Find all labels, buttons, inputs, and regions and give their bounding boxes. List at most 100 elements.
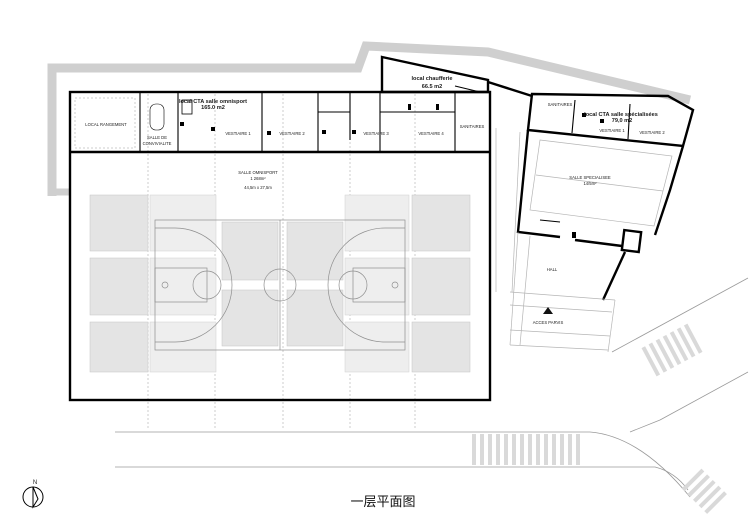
crosswalk-stripe bbox=[488, 434, 492, 465]
crosswalk-stripe bbox=[480, 434, 484, 465]
crosswalk-stripe bbox=[576, 434, 580, 465]
road-edge bbox=[115, 431, 691, 498]
structural-column bbox=[180, 122, 184, 126]
annex-area-cta-specialisees: 79,0 m2 bbox=[612, 118, 633, 124]
structural-column bbox=[267, 131, 271, 135]
structural-column bbox=[436, 104, 439, 110]
room-label-salle-omnisport: SALLE OMNISPORT bbox=[238, 170, 278, 175]
boundary-wall bbox=[47, 41, 692, 196]
three-point-arc-left bbox=[155, 227, 233, 343]
badminton-court bbox=[286, 221, 344, 281]
road-edge bbox=[115, 466, 689, 491]
crosswalk-stripe bbox=[496, 434, 500, 465]
annex-label-salle-specialisee: SALLE SPECIALISEE bbox=[569, 175, 611, 180]
room-label-cta-omnisport: local CTA salle omnisport bbox=[179, 99, 247, 105]
badminton-court bbox=[89, 257, 149, 316]
basketball-court bbox=[154, 219, 406, 351]
specialised-court bbox=[529, 139, 673, 227]
main-building-outline bbox=[68, 90, 492, 402]
badminton-court bbox=[411, 321, 471, 373]
room-area-cta-omnisport: 165.0 m2 bbox=[201, 105, 225, 111]
salle-specialisee-bottom-wall bbox=[574, 238, 623, 248]
annex-label-cta-specialisees: local CTA salle spécialisées bbox=[584, 112, 658, 118]
annex-connector-wall bbox=[487, 80, 533, 98]
room-label-local-rangement: LOCAL RANGEMENT bbox=[85, 122, 127, 127]
annex-label-vestiaire-2: VESTIAIRE 2 bbox=[639, 130, 665, 135]
annex-label-sanitaires: SANITAIRES bbox=[548, 102, 573, 107]
room-area-chaufferie: 66.5 m2 bbox=[422, 84, 443, 90]
structural-column bbox=[582, 113, 586, 117]
badminton-court bbox=[149, 321, 217, 373]
annex-partition bbox=[539, 219, 561, 223]
badminton-court bbox=[221, 221, 279, 281]
crosswalk-stripe bbox=[528, 434, 532, 465]
hall-courts bbox=[89, 194, 471, 373]
room-label-vestiaire-2: VESTIAIRE 2 bbox=[279, 131, 305, 136]
technical-room bbox=[620, 228, 643, 254]
structural-column bbox=[600, 119, 604, 123]
crosswalk bbox=[641, 323, 703, 377]
badminton-court bbox=[149, 257, 217, 316]
crosswalk-stripe bbox=[655, 338, 675, 369]
parvis-line bbox=[509, 304, 613, 313]
annex-partition bbox=[571, 99, 576, 134]
plan-title: 一层平面图 bbox=[350, 495, 415, 510]
hall-wall bbox=[601, 251, 627, 301]
parvis-edge bbox=[607, 299, 616, 353]
badminton-court bbox=[221, 289, 279, 347]
key-left bbox=[154, 267, 208, 303]
hoop-right bbox=[391, 281, 399, 289]
crosswalk-stripe bbox=[669, 331, 689, 362]
annex-gap-line bbox=[511, 131, 521, 293]
crosswalk-stripe bbox=[662, 334, 682, 366]
crosswalk-stripe bbox=[676, 327, 696, 358]
road-edge bbox=[629, 419, 661, 433]
hoop-left bbox=[161, 281, 169, 289]
crosswalk bbox=[681, 468, 727, 514]
crosswalk-stripe bbox=[704, 491, 727, 514]
room-label-convivialite-line2: CONVIVIALITE bbox=[143, 141, 172, 146]
structural-column bbox=[408, 104, 411, 110]
room-dimensions-salle-omnisport: 44,5m x 27,5m bbox=[244, 185, 272, 190]
structural-column bbox=[211, 127, 215, 131]
crosswalk-stripe bbox=[681, 468, 705, 492]
crosswalk-stripe bbox=[698, 485, 722, 509]
three-point-arc-right bbox=[327, 227, 405, 343]
north-arrow-icon bbox=[22, 486, 44, 509]
crosswalk-stripe bbox=[504, 434, 508, 465]
north-arrow-pointer bbox=[32, 486, 39, 509]
badminton-court bbox=[149, 194, 217, 252]
roads bbox=[115, 277, 749, 514]
badminton-court bbox=[344, 257, 410, 316]
crosswalk-stripe bbox=[472, 434, 476, 465]
annex-area-salle-specialisee: 14/5m² bbox=[583, 181, 597, 186]
main-building bbox=[68, 90, 492, 402]
annex-outer-wall bbox=[653, 145, 685, 236]
crosswalk-stripe bbox=[692, 479, 716, 503]
key-right bbox=[352, 267, 406, 303]
crosswalk-stripe bbox=[544, 434, 548, 465]
parvis-line bbox=[509, 329, 611, 337]
crosswalk-stripe bbox=[648, 342, 668, 373]
badminton-court bbox=[411, 257, 471, 316]
badminton-court bbox=[89, 321, 149, 373]
room-label-chaufferie: local chaufferie bbox=[411, 76, 452, 82]
annex-label-vestiaire-1: VESTIAIRE 1 bbox=[599, 128, 625, 133]
crosswalk-stripe bbox=[560, 434, 564, 465]
annex-partition bbox=[627, 103, 631, 140]
court-line bbox=[535, 174, 664, 192]
crosswalk bbox=[472, 434, 580, 465]
crosswalk-stripe bbox=[536, 434, 540, 465]
crosswalk-stripe bbox=[683, 323, 703, 354]
room-label-convivialite-line1: SALLE DE bbox=[147, 135, 167, 140]
storage-outline bbox=[74, 97, 136, 149]
parvis-line bbox=[509, 344, 609, 351]
road-edge bbox=[659, 371, 749, 421]
room-label-vestiaire-4: VESTIAIRE 4 bbox=[418, 131, 444, 136]
entrance-arrow-icon bbox=[543, 307, 553, 314]
crosswalk-stripe bbox=[552, 434, 556, 465]
column-block bbox=[181, 99, 193, 115]
free-throw-circle-right bbox=[338, 270, 368, 300]
parvis-line bbox=[509, 291, 616, 301]
